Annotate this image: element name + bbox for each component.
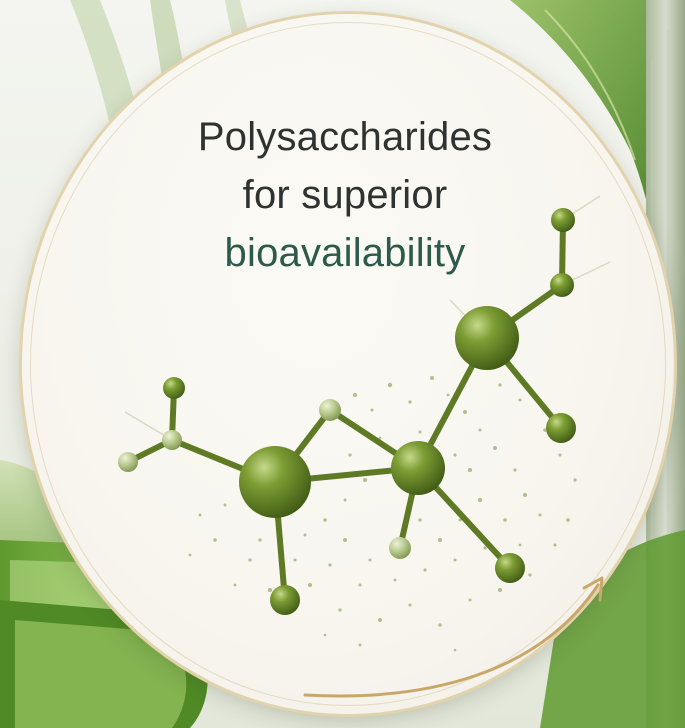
speckle-particles [188, 376, 577, 652]
molecule-atoms [118, 208, 576, 615]
curved-arrow-icon [303, 576, 604, 698]
headline-line-2: for superior [242, 173, 448, 217]
headline-line-1: Polysaccharides [197, 115, 493, 159]
gold-ring [30, 22, 666, 706]
headline: Polysaccharides for superior bioavailabi… [110, 108, 580, 282]
headline-line-3: bioavailability [224, 231, 466, 275]
